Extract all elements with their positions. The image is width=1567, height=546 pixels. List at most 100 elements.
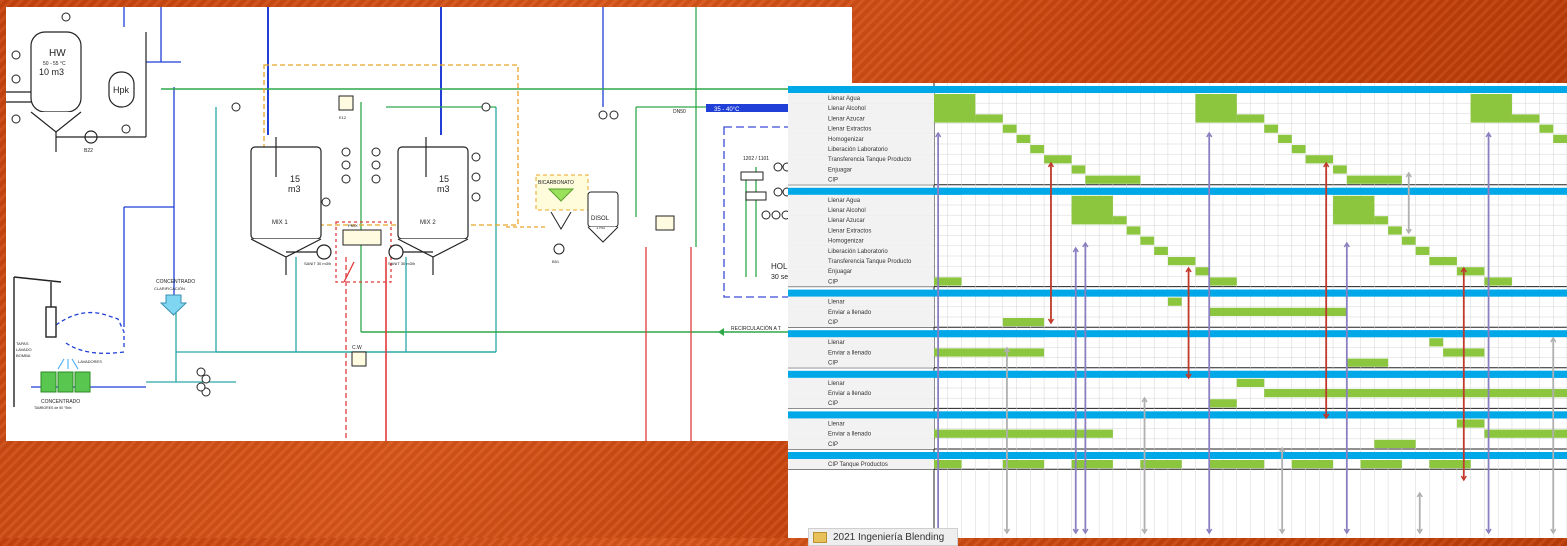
gantt-task-bar [1071, 460, 1113, 469]
gantt-row-label-bg [788, 235, 934, 246]
svg-text:LAVADORES: LAVADORES [78, 359, 102, 364]
gantt-task-bar [1539, 124, 1554, 133]
mix2-unit: m3 [437, 184, 450, 194]
gantt-task-bar [1388, 226, 1402, 235]
gantt-arrowhead [1141, 396, 1148, 403]
disol-sub: 1 m3 [596, 225, 606, 230]
gantt-task-bar [1209, 460, 1265, 469]
gantt-row-label: CIP [828, 320, 838, 326]
gantt-task-bar [1374, 439, 1416, 448]
gantt-task-bar [1016, 134, 1031, 143]
folder-chip[interactable]: 2021 Ingeniería Blending [808, 528, 958, 546]
gantt-row-label: Enjuagar [828, 167, 852, 173]
gantt-task-bar [1278, 134, 1292, 143]
gantt-task-bar [1484, 429, 1567, 438]
gantt-row-label: Llenar [828, 340, 845, 346]
gantt-task-bar [1030, 145, 1045, 154]
gantt-task-bar [1429, 257, 1457, 266]
gantt-row-label: Liberación Laboratorio [828, 249, 888, 255]
gantt-row-label: CIP [828, 401, 838, 407]
gantt-row-label-bg [788, 317, 934, 328]
mix1-name: MIX 1 [272, 220, 288, 226]
gantt-arrowhead [1003, 346, 1011, 353]
gantt-header-bar [934, 330, 1045, 338]
gantt-group-header [788, 86, 1567, 93]
gantt-row-label-bg [788, 194, 934, 205]
gantt-task-bar [1209, 307, 1347, 316]
gantt-task-bar [934, 429, 1113, 438]
gantt-arrowhead [1460, 475, 1467, 482]
mix1-volume: 15 [290, 174, 300, 184]
gantt-row-label: Llenar Extractos [828, 127, 871, 133]
gantt-task-bar [1195, 267, 1210, 276]
gantt-header-bar [934, 411, 1567, 419]
hw-tank-range: 50 - 55 °C [43, 61, 66, 67]
gantt-row-label: Enjuagar [828, 269, 852, 275]
gantt-task-bar [1002, 460, 1045, 469]
gantt-task-bar [1429, 460, 1471, 469]
gantt-arrowhead [1416, 528, 1423, 535]
tag-b22: B22 [84, 148, 93, 154]
gantt-arrowhead [1047, 161, 1055, 168]
gantt-task-bar [1291, 460, 1334, 469]
hw-tank-name: HW [49, 48, 66, 59]
gantt-row-label-bg [788, 123, 934, 134]
gantt-arrowhead [1003, 528, 1011, 535]
tag-b51: B51 [552, 259, 560, 264]
gantt-task-bar [1305, 155, 1334, 164]
gantt-row-label-bg [788, 266, 934, 277]
gantt-row-label: CIP [828, 178, 838, 184]
dn50-label: DN50 [673, 109, 686, 115]
gantt-task-bar [1209, 399, 1237, 408]
gantt-task-bar [1346, 175, 1402, 184]
gantt-row-label: Llenar Azucar [828, 218, 865, 224]
gantt-header-bar [1346, 330, 1485, 338]
gantt-header-bar [934, 86, 1155, 93]
gantt-row-label-bg [788, 276, 934, 287]
gantt-task-bar [1511, 114, 1540, 123]
gantt-row-label: CIP Tanque Productos [828, 462, 888, 468]
gantt-row-label: Liberación Laboratorio [828, 147, 888, 153]
gantt-row-label-bg [788, 418, 934, 429]
gantt-task-bar [1415, 246, 1430, 255]
gantt-row-label-bg [788, 133, 934, 144]
gantt-task-bar [1167, 297, 1182, 306]
gantt-task-bar [1429, 338, 1444, 347]
gantt-task-bar [1140, 236, 1155, 245]
gantt-arrowhead [1323, 161, 1330, 168]
gantt-row-label: Llenar Agua [828, 198, 861, 204]
temp-range-label: 35 - 40°C [714, 107, 740, 113]
svg-text:TAPAS: TAPAS [16, 341, 29, 346]
concentrado-top-label: CONCENTRADO [156, 279, 195, 285]
gantt-row-label: Transferencia Tanque Producto [828, 259, 912, 265]
hpk-tank-label: Hpk [113, 85, 130, 95]
gantt-task-bar [1401, 236, 1416, 245]
gantt-header-bar [1071, 187, 1265, 195]
gantt-arrowhead [1460, 266, 1467, 273]
gantt-arrowhead [1550, 528, 1557, 535]
gantt-row-label-bg [788, 398, 934, 409]
gantt-task-bar [1236, 114, 1265, 123]
gantt-arrowhead [1185, 266, 1192, 273]
gantt-task-bar [1374, 216, 1389, 225]
concentrado-bottom-sub: TAMBORES de 50 °Brix [34, 406, 72, 410]
gantt-task-bar [1484, 277, 1512, 286]
gantt-header-bar [934, 370, 1031, 378]
gantt-arrowhead [1082, 241, 1089, 248]
gantt-task-bar [1236, 378, 1265, 387]
gantt-header-bar [1209, 452, 1265, 459]
bicarbonato-label: BICARBONATO [538, 180, 574, 186]
gantt-arrowhead [1279, 446, 1286, 453]
gantt-task-bar [1167, 257, 1196, 266]
gantt-row-label-bg [788, 225, 934, 236]
pid-diagram: HW 50 - 55 °C 10 m3 Hpk B22 15 m3 MIX 1 … [6, 7, 852, 441]
gantt-group-header [788, 370, 1567, 378]
gantt-header-bar [1071, 289, 1567, 297]
gantt-task-bar [1291, 145, 1306, 154]
mix2-volume: 15 [439, 174, 449, 184]
pump-mix1-label: SANIT 30 m3/h [304, 261, 331, 266]
gantt-row-label: Llenar [828, 300, 845, 306]
gantt-arrowhead [1485, 131, 1492, 138]
gantt-task-bar [975, 114, 1003, 123]
gantt-task-bar [1333, 206, 1375, 225]
